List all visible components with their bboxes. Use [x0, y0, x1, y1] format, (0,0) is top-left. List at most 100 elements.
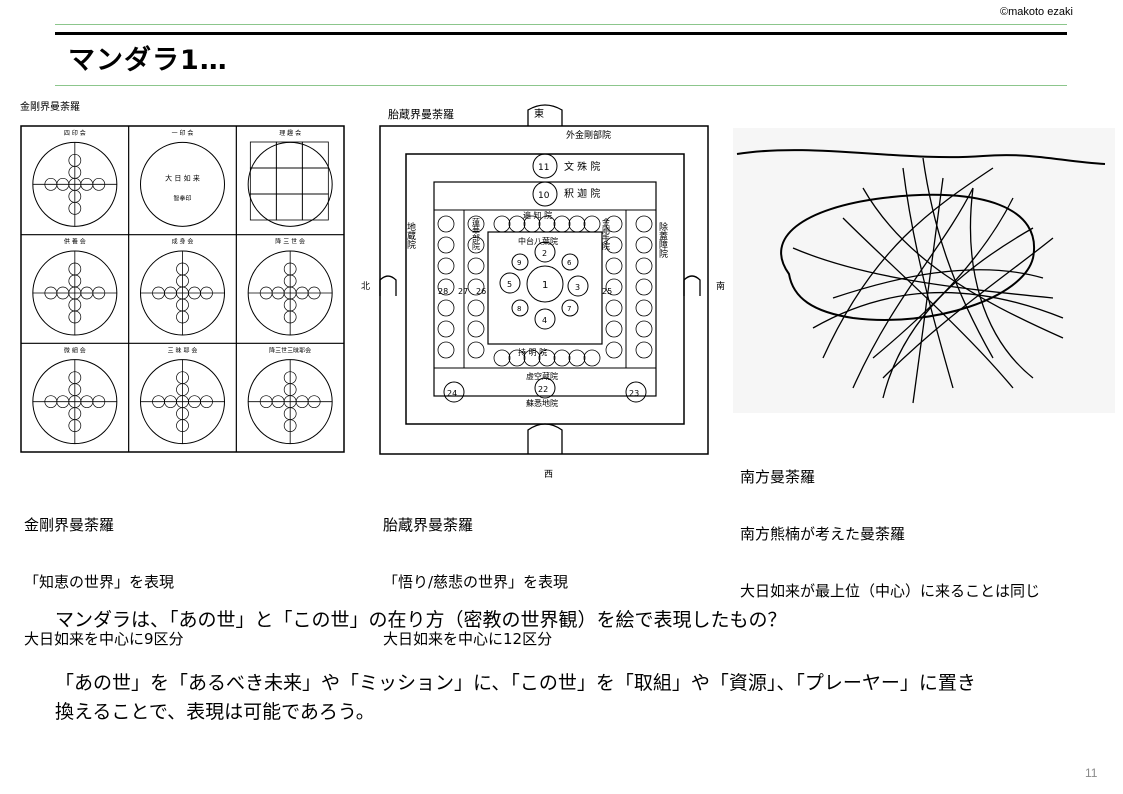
deity-circle	[568, 349, 586, 367]
kongokai-cell-label: 微 細 会	[64, 346, 86, 354]
cell-small-circle	[295, 286, 309, 300]
deity-circle	[437, 299, 455, 317]
hall-kokuzoin: 虚空蔵院	[526, 371, 558, 381]
cell-circle	[140, 141, 225, 227]
deity-circle	[605, 278, 623, 296]
cell-small-circle	[188, 395, 201, 409]
kongokai-cell-label: 降 三 世 会	[275, 238, 305, 246]
cell-small-circle	[68, 298, 82, 312]
taizokai-mandala-figure: 胎蔵界曼荼羅 東 西 北 南 外金剛部院 文 殊 院 釈 迦 院 遍 知 院 中…	[358, 100, 733, 480]
top-green-rule	[55, 24, 1067, 25]
hall-jizoin: 地蔵院	[405, 221, 416, 250]
kongokai-cell-label: 四 印 会	[64, 129, 86, 137]
taizokai-caption: 胎蔵界曼荼羅 「悟り/慈悲の世界」を表現 大日如来を中心に12区分	[383, 478, 568, 668]
taizokai-caption-line-2: 「悟り/慈悲の世界」を表現	[383, 573, 569, 591]
deity-circle	[553, 349, 571, 367]
deity-circle	[467, 278, 485, 296]
num-24: 24	[447, 389, 457, 398]
tangle-line	[912, 177, 944, 404]
num-11: 11	[538, 163, 549, 173]
kongokai-cell-label: 三 昧 耶 会	[168, 346, 198, 354]
minakata-mandala-figure	[733, 128, 1115, 413]
deity-circle	[605, 299, 623, 317]
kongokai-caption: 金剛界曼荼羅 「知恵の世界」を表現 大日如来を中心に9区分	[24, 478, 184, 668]
tangle-line	[852, 187, 974, 389]
deity-circle	[605, 341, 623, 359]
minakata-caption-line-3: 大日如来が最上位（中心）に来ることは同じ	[740, 582, 1041, 600]
tangle-line	[842, 217, 1014, 389]
direction-west: 西	[544, 469, 553, 480]
hall-shakain: 釈 迦 院	[564, 187, 600, 200]
minakata-caption-line-2: 南方熊楠が考えた曼荼羅	[740, 525, 906, 543]
taizokai-figure-label: 胎蔵界曼荼羅	[388, 107, 454, 121]
deity-circle	[467, 341, 485, 359]
taizokai-caption-line-1: 胎蔵界曼荼羅	[383, 516, 474, 534]
deity-circle	[635, 320, 653, 338]
body-line-1: マンダラは、「あの世」と「この世」の在り方（密教の世界観）を絵で表現したもの？	[55, 609, 787, 631]
cell-box	[249, 167, 277, 195]
hall-rengebuin: 蓮華部院	[472, 217, 481, 251]
num-22: 22	[538, 385, 548, 394]
num-6: 6	[567, 259, 572, 267]
deity-circle	[437, 341, 455, 359]
page-number: 11	[1085, 766, 1098, 780]
cell-small-circle	[68, 383, 82, 397]
deity-circle	[437, 278, 455, 296]
tangle-line	[922, 157, 994, 359]
page-title: マンダラ1…	[68, 45, 228, 76]
cell-small-circle	[295, 395, 309, 409]
cell-small-circle	[68, 189, 82, 203]
cell-small-circle	[80, 286, 94, 300]
kongokai-cell-label: 供 養 会	[64, 238, 86, 246]
cell-small-circle	[188, 286, 201, 300]
hall-henchiin: 遍 知 院	[523, 210, 552, 220]
cell-small-circle	[176, 274, 189, 288]
num-10: 10	[538, 191, 550, 201]
deity-circle	[605, 236, 623, 254]
deity-circle	[583, 215, 601, 233]
deity-circle	[437, 215, 455, 233]
cell-small-circle	[80, 395, 94, 409]
num-4: 4	[542, 316, 547, 325]
deity-circle	[635, 341, 653, 359]
deity-circle	[437, 257, 455, 275]
direction-south: 南	[716, 280, 725, 292]
deity-circle	[635, 215, 653, 233]
cell-small-circle	[68, 165, 82, 179]
deity-circle	[523, 349, 541, 367]
deity-circle	[508, 349, 526, 367]
tangle-line	[969, 187, 1034, 379]
num-3: 3	[575, 283, 580, 292]
num-9: 9	[517, 259, 521, 267]
deity-circle	[467, 215, 485, 233]
direction-east: 東	[534, 107, 544, 120]
hall-soshitsujiin: 蘇悉地院	[526, 398, 558, 408]
cell-box	[275, 167, 303, 195]
minakata-caption-line-1: 南方曼荼羅	[740, 468, 816, 486]
cell-small-circle	[164, 395, 177, 409]
deity-circle	[508, 215, 526, 233]
hall-jogaishoin: 除蓋障院	[657, 221, 668, 259]
cell-small-circle	[283, 274, 297, 288]
deity-circle	[635, 299, 653, 317]
tangle-line	[832, 269, 1044, 299]
kongokai-cell-label: 降三世三昧耶会	[269, 346, 311, 354]
tangle-line	[792, 247, 1054, 299]
cell-box	[275, 193, 303, 221]
copyright-text: ©makoto ezaki	[1000, 6, 1073, 18]
tangle-line	[862, 187, 1064, 339]
hall-chudai: 中台八葉院	[518, 236, 558, 246]
deity-circle	[605, 320, 623, 338]
cell-small-circle	[283, 298, 297, 312]
deity-circle	[605, 257, 623, 275]
direction-north: 北	[361, 281, 370, 292]
cell-small-circle	[56, 177, 70, 191]
cell-small-circle	[176, 298, 189, 312]
kongokai-caption-line-1: 金剛界曼荼羅	[24, 516, 115, 534]
cell-box	[301, 167, 329, 195]
deity-circle	[635, 278, 653, 296]
cell-small-circle	[176, 383, 189, 397]
kongokai-mandala-figure: 金剛界曼荼羅 四 印 会一 印 会大 日 如 来智拳印理 趣 会供 養 会成 身…	[18, 98, 348, 456]
tangle-line	[902, 167, 954, 389]
body-line-2: 「あの世」を「あるべき未来」や「ミッション」に、「この世」を「取組」や「資源」、…	[55, 672, 976, 694]
